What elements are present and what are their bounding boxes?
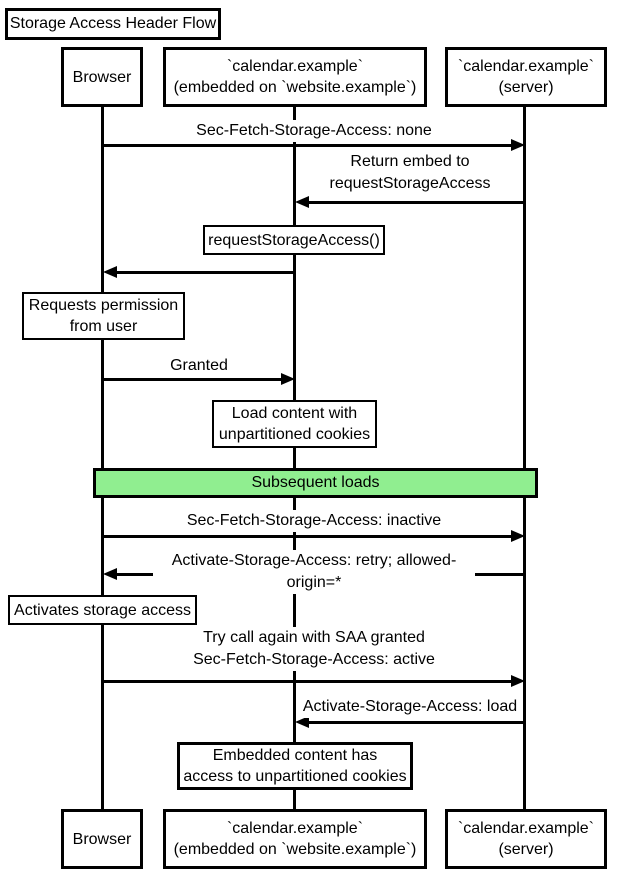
participant-label: Browser — [72, 830, 132, 848]
arrowhead-right-icon — [511, 675, 525, 687]
label-granted: Granted — [166, 355, 232, 377]
label-activate-load: Activate-Storage-Access: load — [298, 696, 522, 718]
arrowhead-right-icon — [281, 373, 295, 385]
arrow-granted — [103, 373, 295, 386]
diagram-title-text: Storage Access Header Flow — [9, 15, 217, 32]
note-load-content: Load content with unpartitioned cookies — [212, 400, 377, 448]
arrowhead-right-icon — [511, 139, 525, 151]
note-embedded-content: Embedded content has access to unpartiti… — [177, 742, 413, 790]
label-activate-retry: Activate-Storage-Access: retry; allowed-… — [153, 550, 475, 594]
arrowhead-left-icon — [295, 196, 309, 208]
arrow-shaft — [108, 271, 295, 274]
note-text: Embedded content has access to unpartiti… — [183, 747, 407, 785]
arrowhead-right-icon — [511, 530, 525, 542]
arrow-shaft — [103, 144, 520, 147]
participant-embed-top: `calendar.example` (embedded on `website… — [163, 47, 427, 107]
arrow-activate-load — [295, 716, 525, 729]
arrow-shaft — [103, 680, 520, 683]
participant-label: Browser — [72, 68, 132, 86]
note-text: Requests permission from user — [28, 297, 179, 335]
fragment-subsequent-loads: Subsequent loads — [93, 468, 538, 498]
arrow-try-again — [103, 675, 525, 688]
diagram-title: Storage Access Header Flow — [5, 8, 221, 40]
label-sec-fetch-none: Sec-Fetch-Storage-Access: none — [192, 120, 436, 142]
label-try-again: Try call again with SAA granted Sec-Fetc… — [189, 627, 439, 671]
arrow-shaft — [103, 535, 520, 538]
note-text: Activates storage access — [14, 601, 191, 619]
arrow-shaft — [300, 721, 525, 724]
arrow-sec-fetch-inactive — [103, 530, 525, 543]
arrow-request-storage-access — [103, 266, 295, 279]
arrowhead-left-icon — [103, 568, 117, 580]
label-sec-fetch-inactive: Sec-Fetch-Storage-Access: inactive — [182, 510, 446, 532]
note-request-storage-access: requestStorageAccess() — [203, 225, 385, 255]
arrowhead-left-icon — [103, 266, 117, 278]
participant-server-bottom: `calendar.example` (server) — [445, 809, 607, 869]
note-text: Load content with unpartitioned cookies — [218, 405, 371, 443]
lifeline-embed — [293, 107, 296, 809]
lifeline-browser — [101, 107, 104, 809]
arrow-sec-fetch-none — [103, 139, 525, 152]
arrow-shaft — [300, 201, 525, 204]
arrowhead-left-icon — [295, 716, 309, 728]
lifeline-server — [523, 107, 526, 809]
participant-embed-bottom: `calendar.example` (embedded on `website… — [163, 809, 427, 869]
note-requests-permission: Requests permission from user — [22, 292, 185, 340]
arrow-return-embed — [295, 196, 525, 209]
participant-label: `calendar.example` (server) — [457, 58, 595, 96]
note-activates-storage: Activates storage access — [8, 595, 197, 625]
fragment-label: Subsequent loads — [251, 474, 380, 491]
participant-browser-bottom: Browser — [61, 809, 143, 869]
participant-label: `calendar.example` (embedded on `website… — [173, 58, 417, 96]
participant-label: `calendar.example` (server) — [457, 820, 595, 858]
participant-server-top: `calendar.example` (server) — [445, 47, 607, 107]
label-return-embed: Return embed to requestStorageAccess — [325, 151, 495, 195]
participant-browser-top: Browser — [61, 47, 143, 107]
note-text: requestStorageAccess() — [208, 231, 380, 249]
arrow-shaft — [103, 378, 290, 381]
participant-label: `calendar.example` (embedded on `website… — [173, 820, 417, 858]
